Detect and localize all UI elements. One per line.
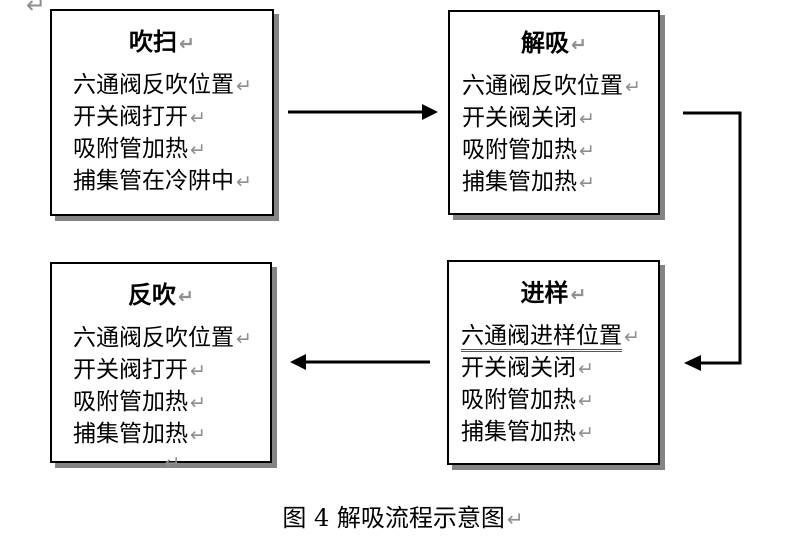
flowbox-line: 吸附管加热↵ xyxy=(73,134,272,166)
return-mark: ↵ xyxy=(578,358,594,380)
line-text: 吸附管加热 xyxy=(73,136,188,162)
return-mark: ↵ xyxy=(190,139,206,161)
flowbox-line: 六通阀进样位置↵ xyxy=(461,321,658,353)
line-text: 捕集管加热 xyxy=(73,421,188,447)
line-text: 吸附管加热 xyxy=(73,389,188,415)
line-text: 开关阀关闭 xyxy=(462,105,577,131)
flowbox-line: 六通阀反吹位置↵ xyxy=(462,71,658,103)
blank-line: ↵ xyxy=(73,451,270,474)
line-text: 开关阀打开 xyxy=(73,357,188,383)
return-mark: ↵ xyxy=(578,422,594,444)
flowbox-line: 开关阀打开↵ xyxy=(73,102,272,134)
line-text-grammar-underlined: 六通阀进样位置 xyxy=(461,323,622,352)
return-mark: ↵ xyxy=(579,172,595,194)
flowbox-line: 开关阀关闭↵ xyxy=(462,103,658,135)
return-mark: ↵ xyxy=(164,452,181,474)
line-text: 六通阀反吹位置 xyxy=(73,325,234,351)
line-text: 吸附管加热 xyxy=(462,137,577,163)
flowbox-inject-title-text: 进样 xyxy=(520,278,569,307)
flowbox-line: 捕集管加热↵ xyxy=(462,167,658,199)
flowbox-line: 吸附管加热↵ xyxy=(462,135,658,167)
return-mark: ↵ xyxy=(236,75,252,97)
flowbox-backflush-lines: 六通阀反吹位置↵ 开关阀打开↵ 吸附管加热↵ 捕集管加热↵ ↵ xyxy=(52,323,270,474)
return-mark: ↵ xyxy=(624,326,640,348)
flowbox-line: 吸附管加热↵ xyxy=(73,387,270,419)
flowbox-backflush-title-text: 反吹 xyxy=(128,280,177,309)
flowbox-line: 开关阀打开↵ xyxy=(73,355,270,387)
flowbox-line: 捕集管在冷阱中↵ xyxy=(73,166,272,198)
return-mark: ↵ xyxy=(190,424,206,446)
line-text: 六通阀反吹位置 xyxy=(73,72,234,98)
flowbox-purge-title-text: 吹扫 xyxy=(129,27,178,56)
arrow-inject-to-backflush-icon xyxy=(290,354,430,370)
flowbox-inject: 进样↵ 六通阀进样位置↵ 开关阀关闭↵ 吸附管加热↵ 捕集管加热↵ xyxy=(447,260,660,465)
return-mark: ↵ xyxy=(579,108,595,130)
line-text: 捕集管加热 xyxy=(461,419,576,445)
return-mark: ↵ xyxy=(190,392,206,414)
return-mark: ↵ xyxy=(236,171,252,193)
flowbox-line: 捕集管加热↵ xyxy=(461,417,658,449)
return-mark: ↵ xyxy=(579,140,595,162)
flowbox-purge: 吹扫↵ 六通阀反吹位置↵ 开关阀打开↵ 吸附管加热↵ 捕集管在冷阱中↵ xyxy=(50,9,274,216)
return-mark: ↵ xyxy=(190,360,206,382)
line-text: 捕集管加热 xyxy=(462,169,577,195)
figure-caption-text: 图 4 解吸流程示意图 xyxy=(282,504,505,532)
arrow-desorb-to-inject-icon xyxy=(683,111,742,371)
flowbox-backflush: 反吹↵ 六通阀反吹位置↵ 开关阀打开↵ 吸附管加热↵ 捕集管加热↵ ↵ xyxy=(50,262,272,474)
flowbox-line: 开关阀关闭↵ xyxy=(461,353,658,385)
flowbox-purge-title: 吹扫↵ xyxy=(52,22,272,57)
flowbox-desorb: 解吸↵ 六通阀反吹位置↵ 开关阀关闭↵ 吸附管加热↵ 捕集管加热↵ xyxy=(448,10,660,215)
line-text: 六通阀反吹位置 xyxy=(462,73,623,99)
figure-caption: 图 4 解吸流程示意图↵ xyxy=(0,498,806,533)
flowbox-backflush-title: 反吹↵ xyxy=(52,275,270,310)
flowbox-inject-lines: 六通阀进样位置↵ 开关阀关闭↵ 吸附管加热↵ 捕集管加热↵ xyxy=(449,321,658,449)
line-text: 开关阀关闭 xyxy=(461,355,576,381)
return-mark: ↵ xyxy=(190,107,206,129)
flowbox-desorb-lines: 六通阀反吹位置↵ 开关阀关闭↵ 吸附管加热↵ 捕集管加热↵ xyxy=(450,71,658,199)
flowbox-inject-title: 进样↵ xyxy=(449,273,658,308)
flowbox-line: 六通阀反吹位置↵ xyxy=(73,70,272,102)
flowbox-purge-lines: 六通阀反吹位置↵ 开关阀打开↵ 吸附管加热↵ 捕集管在冷阱中↵ xyxy=(52,70,272,198)
return-mark: ↵ xyxy=(570,284,587,306)
flowbox-line: 吸附管加热↵ xyxy=(461,385,658,417)
arrow-purge-to-desorb-icon xyxy=(288,104,438,120)
line-text: 捕集管在冷阱中 xyxy=(73,168,234,194)
return-mark: ↵ xyxy=(179,33,195,55)
return-mark: ↵ xyxy=(571,34,587,56)
return-mark: ↵ xyxy=(236,328,252,350)
return-mark: ↵ xyxy=(506,507,524,531)
flowbox-line: 六通阀反吹位置↵ xyxy=(73,323,270,355)
flowbox-desorb-title: 解吸↵ xyxy=(450,23,658,58)
line-text: 开关阀打开 xyxy=(73,104,188,130)
return-mark: ↵ xyxy=(625,76,641,98)
line-text: 吸附管加热 xyxy=(461,387,576,413)
return-mark: ↵ xyxy=(578,390,594,412)
stray-return-mark: ↵ xyxy=(26,0,47,19)
flowbox-desorb-title-text: 解吸 xyxy=(521,28,570,57)
return-mark: ↵ xyxy=(178,286,194,308)
flowbox-line: 捕集管加热↵ xyxy=(73,419,270,451)
